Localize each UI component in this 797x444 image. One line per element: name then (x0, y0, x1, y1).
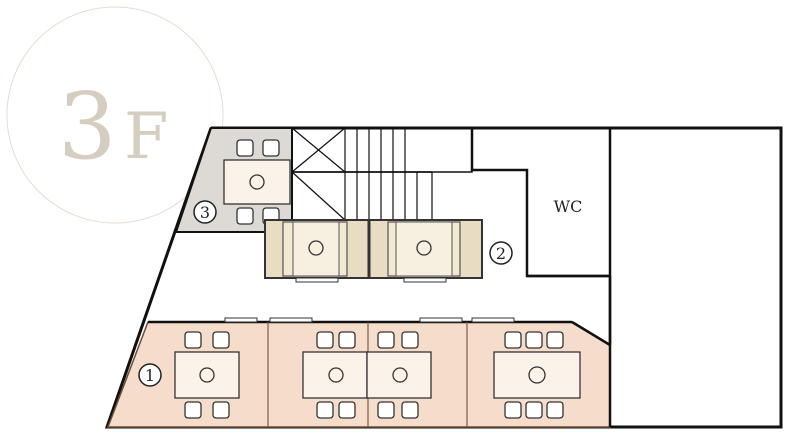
floor-badge: 3 F (6, 6, 224, 224)
zone-1-table-group-a (174, 331, 240, 419)
staircase (291, 127, 473, 221)
zone-1-marker: 1 (138, 363, 162, 387)
svg-text:3: 3 (200, 203, 210, 222)
floor-number: 3 (58, 73, 117, 180)
wc-label: WC (554, 197, 583, 216)
zone-2-marker: 2 (489, 241, 513, 265)
floor-suffix: F (124, 100, 168, 174)
zone-1-table-group-b (302, 331, 432, 419)
svg-text:1: 1 (145, 366, 155, 385)
svg-text:2: 2 (496, 244, 506, 263)
zone-3-marker: 3 (193, 200, 217, 224)
zone-2-area (264, 219, 483, 283)
zone-1-table-group-c (493, 331, 581, 419)
floor-badge-circle (6, 6, 224, 224)
building-outline (104, 126, 783, 429)
